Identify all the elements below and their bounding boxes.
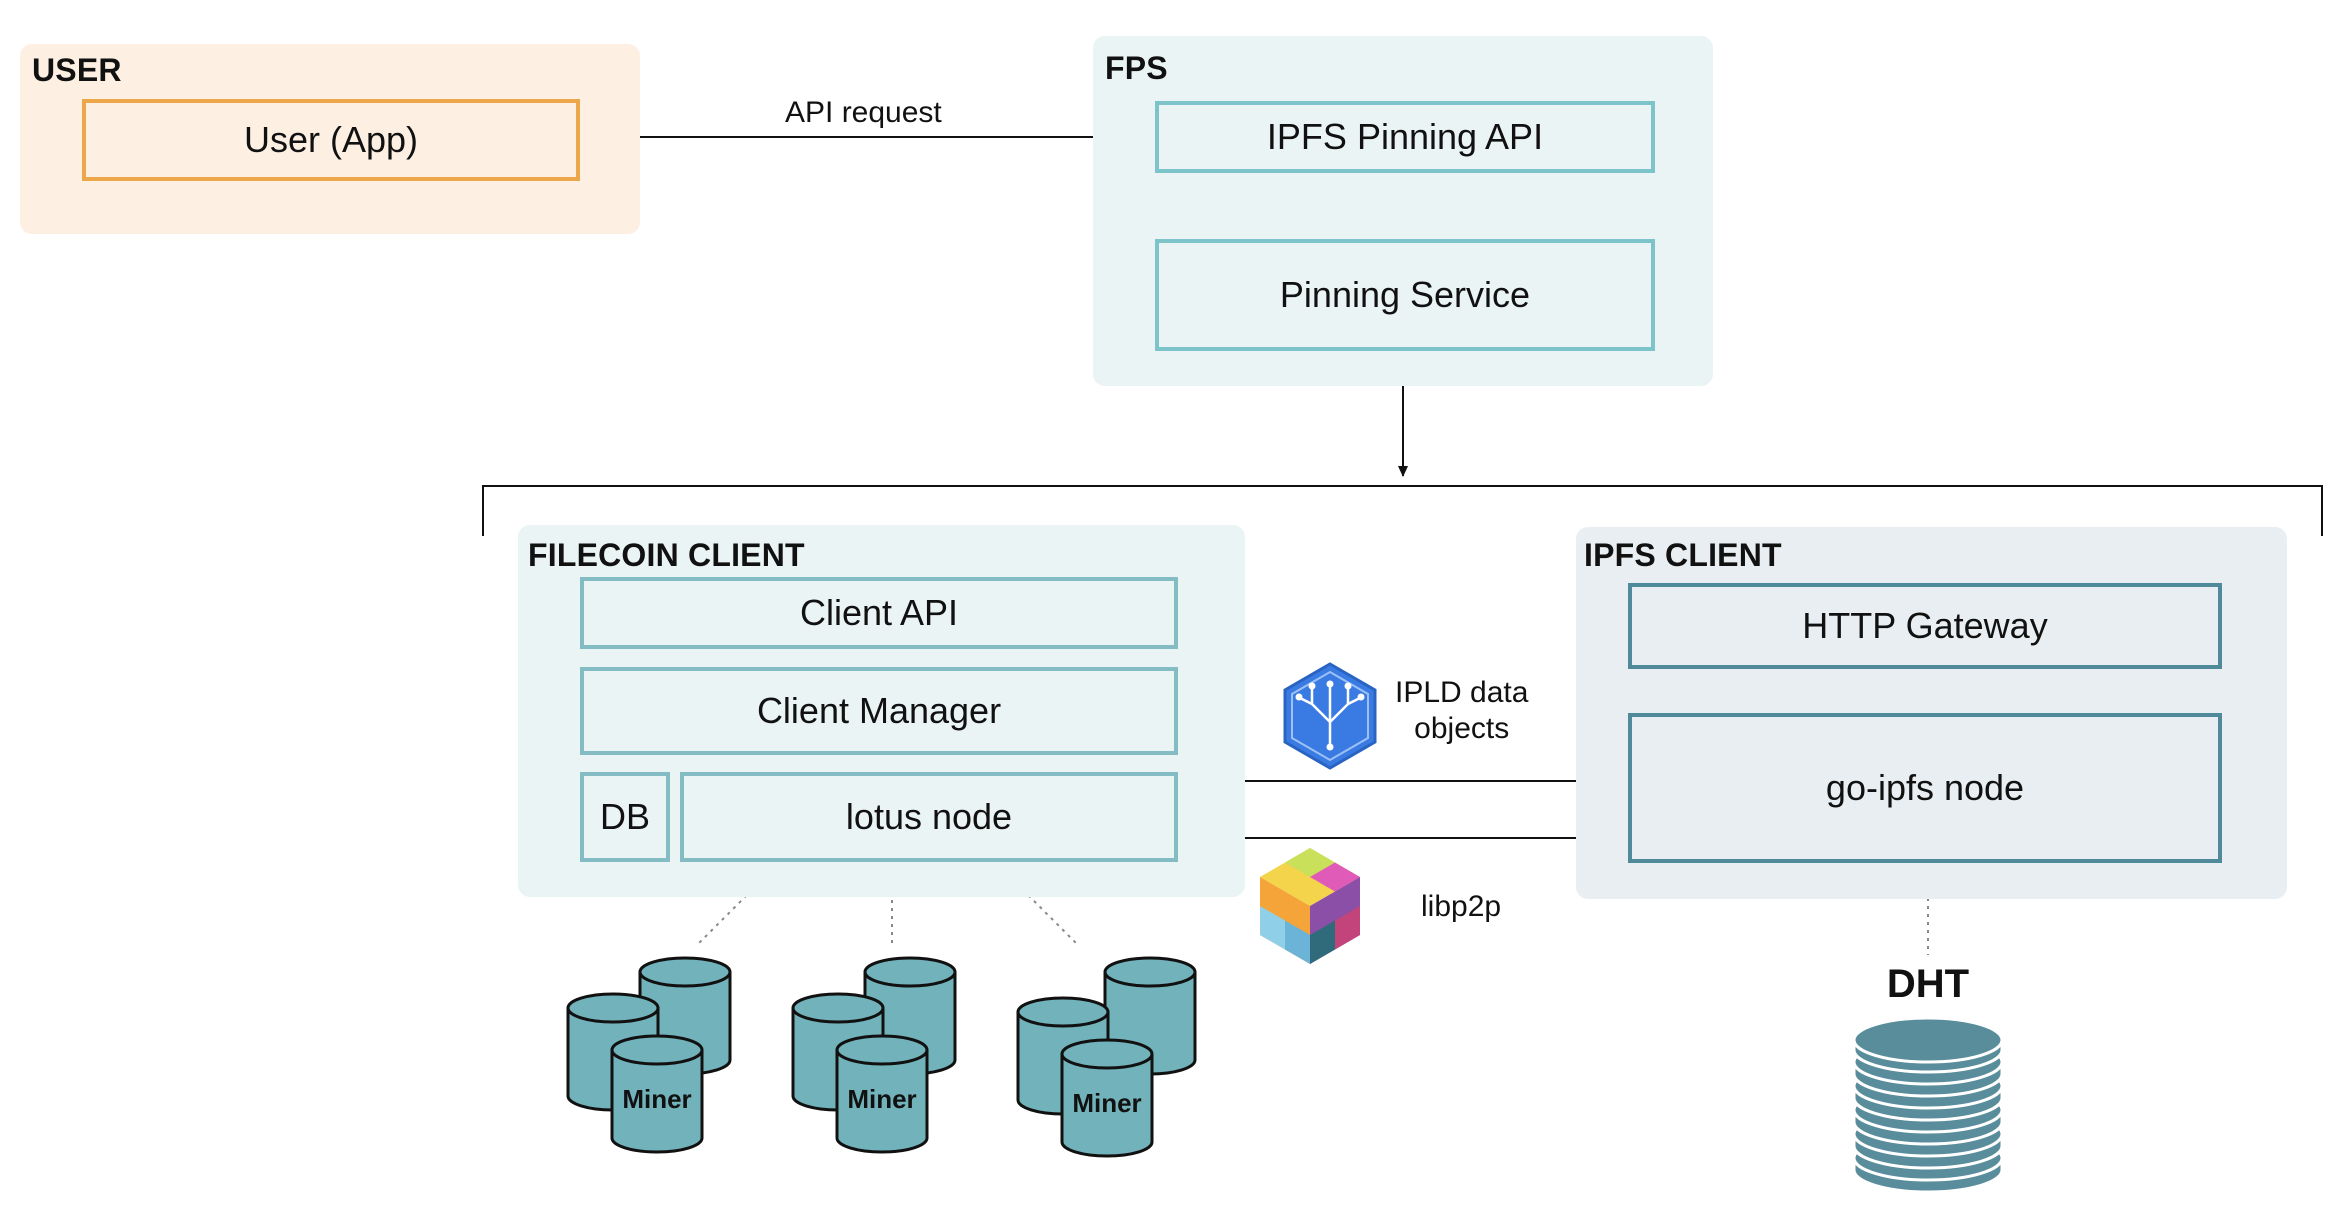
- fps-panel: FPS IPFS Pinning API Pinning Service: [1093, 36, 1713, 386]
- miner-label-1: Miner: [622, 1084, 692, 1114]
- user-panel: USER User (App): [20, 44, 640, 234]
- ipld-label: IPLD data objects: [1395, 675, 1528, 747]
- libp2p-icon: [1260, 848, 1360, 964]
- go-ipfs-node-box[interactable]: go-ipfs node: [1628, 713, 2222, 863]
- dht-label: DHT: [1886, 962, 1970, 1006]
- ipld-icon: [1283, 662, 1377, 770]
- miner-label-3: Miner: [1072, 1088, 1142, 1118]
- ipld-label-line1: IPLD data: [1395, 676, 1529, 709]
- miner-cluster-1: [566, 956, 732, 1154]
- client-api-box[interactable]: Client API: [580, 577, 1178, 649]
- api-request-label: API request: [785, 96, 942, 129]
- user-panel-title: USER: [32, 52, 122, 88]
- fps-panel-title: FPS: [1105, 50, 1168, 86]
- ipfs-client-panel: IPFS CLIENT HTTP Gateway go-ipfs node: [1576, 527, 2287, 899]
- filecoin-client-panel: FILECOIN CLIENT Client API Client Manage…: [518, 525, 1245, 897]
- ipld-label-line2: objects: [1414, 712, 1510, 745]
- clients-bracket: [482, 485, 2323, 536]
- http-gateway-box[interactable]: HTTP Gateway: [1628, 583, 2222, 669]
- miner-cluster-3: [1016, 956, 1197, 1158]
- miner-link-left: [697, 883, 759, 945]
- client-manager-box[interactable]: Client Manager: [580, 667, 1178, 755]
- miner-cluster-2: [791, 956, 957, 1154]
- libp2p-label: libp2p: [1421, 890, 1502, 923]
- ipfs-pinning-api-box[interactable]: IPFS Pinning API: [1155, 101, 1655, 173]
- db-box[interactable]: DB: [580, 772, 670, 862]
- dht-database-icon: [1852, 1016, 2004, 1194]
- filecoin-client-title: FILECOIN CLIENT: [528, 537, 805, 573]
- miner-label-2: Miner: [847, 1084, 917, 1114]
- miner-link-right: [1016, 883, 1078, 945]
- user-app-box[interactable]: User (App): [82, 99, 580, 181]
- ipfs-client-title: IPFS CLIENT: [1584, 537, 1782, 573]
- lotus-node-box[interactable]: lotus node: [680, 772, 1178, 862]
- pinning-service-box[interactable]: Pinning Service: [1155, 239, 1655, 351]
